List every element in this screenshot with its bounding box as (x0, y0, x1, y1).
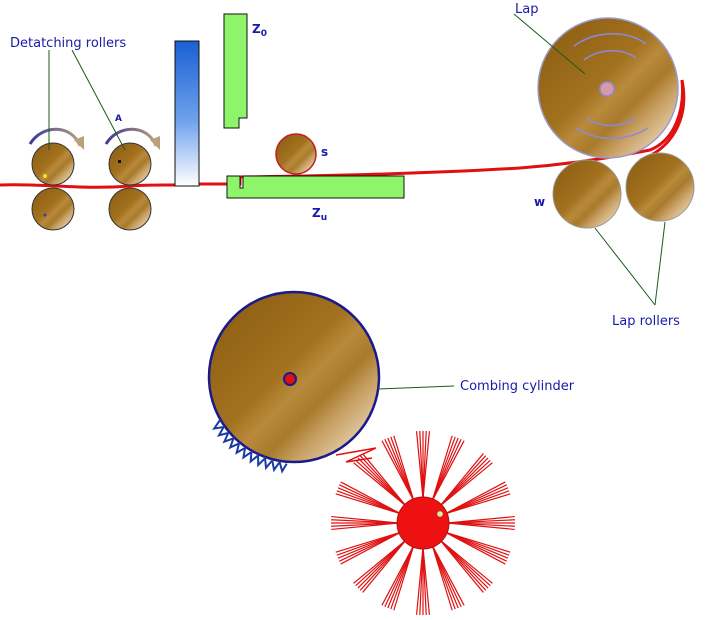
brush-bristle (431, 440, 465, 502)
brush-bristle (446, 522, 515, 531)
fibre-tuft (335, 447, 377, 463)
brush-bristle (415, 546, 424, 615)
brush-bristle (331, 515, 400, 524)
upper-nipper (223, 13, 248, 129)
point-a-label: A (115, 114, 122, 124)
brush-bristle (439, 539, 484, 593)
lap-rollers-label: Lap rollers (612, 314, 680, 329)
brush-bristle (444, 531, 506, 565)
brush-bristle (335, 531, 402, 553)
brush-bristle (340, 481, 402, 515)
detaching-rollers-label: Detatching rollers (10, 36, 126, 51)
brush-bristle (431, 544, 453, 611)
combing-cylinder-label: Combing cylinder (460, 379, 575, 394)
lower-nipper (226, 175, 405, 199)
detaching-roller-pair-1 (28, 127, 84, 231)
roller-w-label: w (534, 195, 545, 209)
rotation-arrow-icon (150, 136, 160, 150)
leader-lines (48, 13, 666, 390)
roller-s-label: s (321, 145, 328, 159)
nipper-top-label: Z0 (252, 22, 267, 39)
brush-bristle (439, 462, 493, 507)
brush-bristle (381, 544, 415, 606)
feed-roller-s (275, 133, 317, 175)
brush-bristle (353, 539, 407, 584)
brush-bristle (362, 453, 407, 507)
cleaning-brush (331, 431, 515, 615)
lap (537, 17, 679, 159)
comb-needle (242, 446, 252, 460)
comb-needle (249, 450, 259, 464)
comb-needle (212, 418, 224, 430)
top-comb (174, 40, 200, 187)
combing-segment-needles (212, 418, 377, 474)
brush-bristle (444, 493, 511, 515)
brush-bristle (422, 431, 431, 500)
comb-needle (235, 441, 245, 455)
lap-roller-2 (625, 152, 695, 222)
detaching-roller-pair-2 (104, 127, 160, 231)
lap-label: Lap (515, 2, 538, 17)
comb-needle (263, 456, 273, 471)
rotation-arrow-icon (74, 136, 84, 150)
comb-needle (257, 454, 266, 468)
nipper-bottom-label: Zu (312, 206, 327, 223)
brush-bristle (393, 435, 415, 502)
fibre-web (0, 79, 685, 189)
comb-needle (216, 425, 228, 437)
comb-needle (222, 431, 233, 444)
combing-cylinder (207, 290, 381, 474)
lap-roller-w (552, 159, 622, 229)
comb-needle (228, 436, 239, 450)
comb-needle (271, 458, 280, 473)
comb-needle (278, 460, 288, 474)
